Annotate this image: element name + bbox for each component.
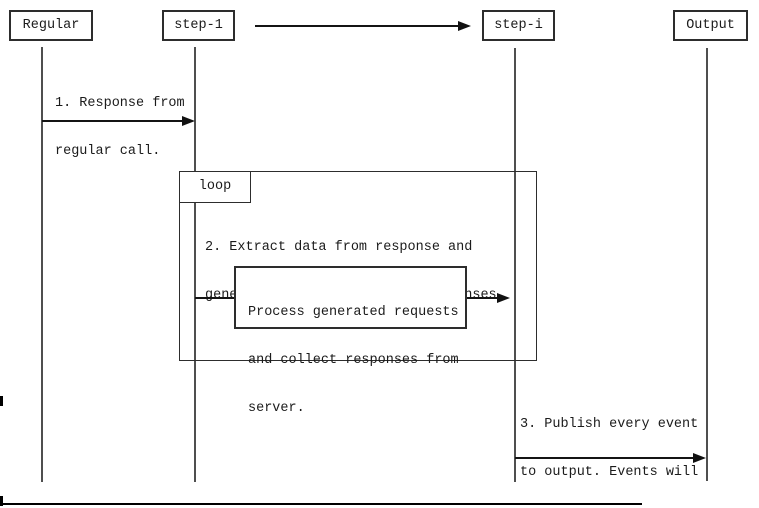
process-line-3: server. (248, 401, 305, 416)
arrow-line-stepi-to-output (515, 457, 695, 459)
message-3-line-1: 3. Publish every event (520, 417, 699, 432)
message-3-line-2: to output. Events will (520, 465, 699, 480)
message-3-text: 3. Publish every event to output. Events… (520, 385, 706, 508)
loop-label: loop (179, 171, 251, 203)
message-1-line-1: 1. Response from (55, 96, 185, 111)
participant-box-output: Output (673, 10, 748, 41)
participant-box-regular: Regular (9, 10, 93, 41)
arrow-line-step1-to-stepi (255, 25, 460, 27)
arrowhead-icon (458, 21, 471, 31)
lifeline-step-1 (194, 47, 196, 482)
lifeline-step-i (514, 48, 516, 482)
left-edge-tick-upper (0, 396, 3, 406)
lifeline-regular (41, 47, 43, 482)
participant-box-step-i: step-i (482, 10, 555, 41)
message-2-line-1: 2. Extract data from response and (205, 240, 473, 255)
participant-box-step-1: step-1 (162, 10, 235, 41)
lifeline-output (706, 48, 708, 481)
arrow-line-process-to-stepi (467, 297, 499, 299)
message-1-text: 1. Response from regular call. (55, 64, 185, 192)
arrowhead-icon (182, 116, 195, 126)
process-box: Process generated requests and collect r… (234, 266, 467, 416)
loop-frame (179, 171, 537, 361)
arrowhead-icon (497, 293, 510, 303)
process-line-1: Process generated requests (248, 305, 459, 320)
arrow-line-regular-to-step1 (42, 120, 184, 122)
message-1-line-2: regular call. (55, 144, 161, 159)
bottom-border-line (0, 503, 642, 505)
left-edge-tick-lower (0, 496, 3, 506)
connector-step1-to-process (195, 297, 236, 299)
arrowhead-icon (693, 453, 706, 463)
process-line-2: and collect responses from (248, 353, 459, 368)
